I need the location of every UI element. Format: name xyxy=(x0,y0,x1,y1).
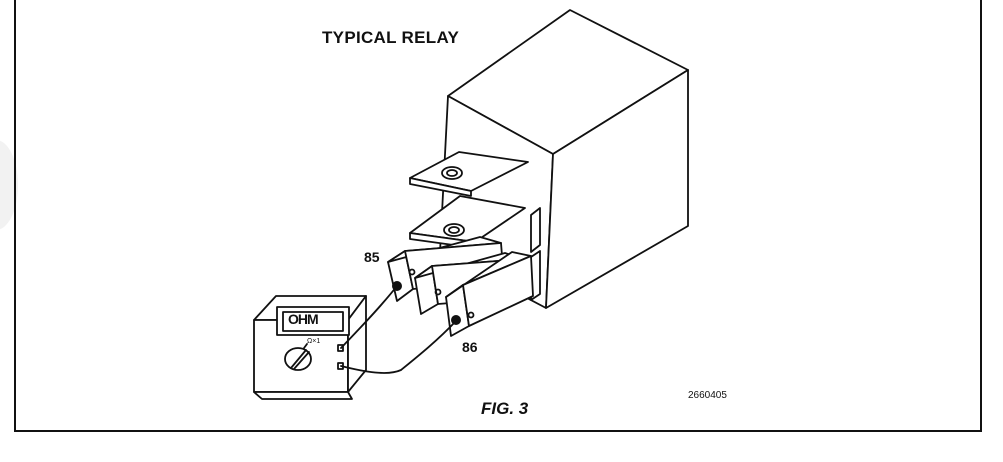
terminal-86-side xyxy=(462,255,534,327)
middle-blade-hole xyxy=(443,223,465,237)
upper-blade-edge xyxy=(409,177,472,197)
probe-tip-85 xyxy=(392,281,402,291)
probe-tip-86 xyxy=(451,315,461,325)
terminal-85-label: 85 xyxy=(364,249,380,265)
scan-artifact xyxy=(0,140,18,230)
meter-display-text: OHM xyxy=(288,311,319,327)
figure-frame xyxy=(14,0,982,432)
figure-title: TYPICAL RELAY xyxy=(322,28,460,47)
figure-code: 2660405 xyxy=(688,390,727,401)
relay-side-face xyxy=(545,69,689,309)
test-lead-85 xyxy=(340,285,398,349)
test-lead-86 xyxy=(340,320,457,374)
terminal-86-label: 86 xyxy=(462,339,478,355)
upper-blade-hole xyxy=(441,166,463,180)
relay-tab-upper xyxy=(530,207,541,253)
figure-caption: FIG. 3 xyxy=(481,399,529,418)
meter-range-label: Ω×1 xyxy=(307,338,321,345)
multimeter-bottom xyxy=(253,391,353,400)
